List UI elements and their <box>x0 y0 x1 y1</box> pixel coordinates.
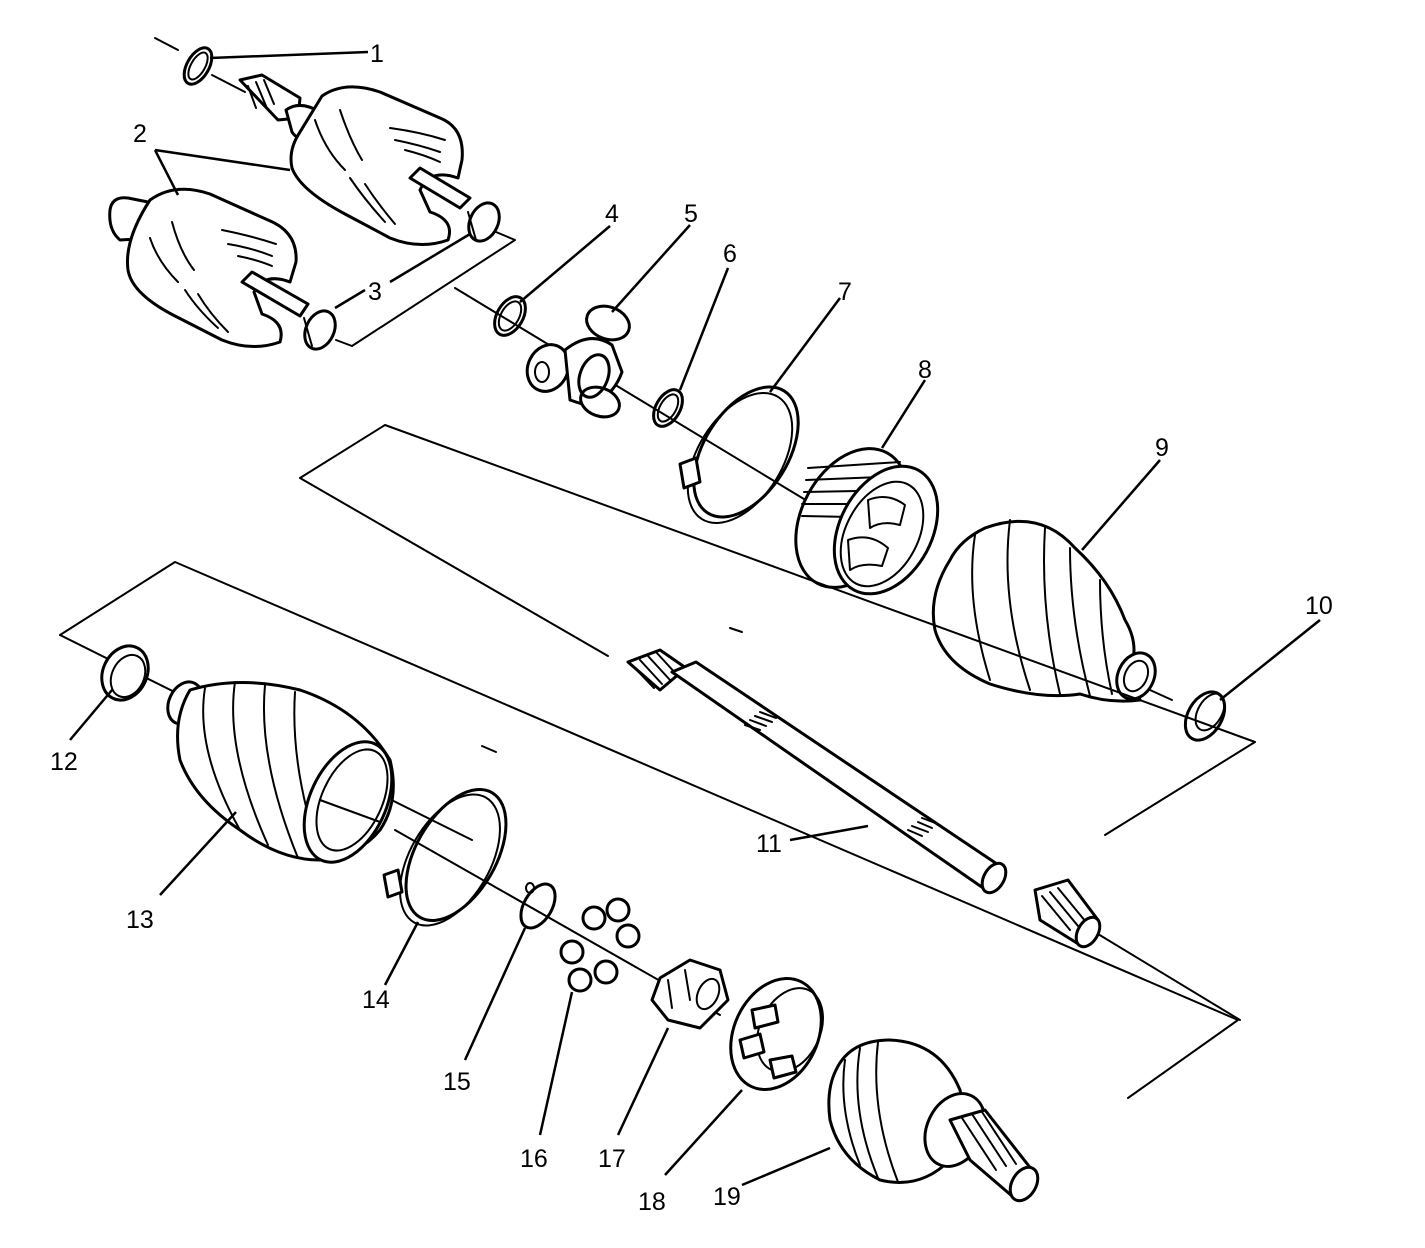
callout-4: 4 <box>605 200 619 228</box>
part-3-cap-upper <box>467 201 501 243</box>
callout-19: 19 <box>713 1183 741 1211</box>
part-5-spider <box>525 304 631 419</box>
callout-9: 9 <box>1155 434 1169 462</box>
part-1-ring <box>182 46 214 86</box>
part-18-cage <box>729 977 824 1091</box>
callout-2: 2 <box>133 120 147 148</box>
callout-16: 16 <box>520 1145 548 1173</box>
shaft-group <box>299 424 1256 1021</box>
shaft-body <box>670 660 1002 892</box>
part-3-bracket-line <box>351 231 516 347</box>
shaft-bracket-upper <box>299 424 1256 836</box>
callout-1: 1 <box>370 40 384 68</box>
part-9-boot <box>931 519 1173 703</box>
part-16-balls <box>559 897 641 993</box>
callout-numbers: 1 2 3 4 5 6 7 8 9 10 11 12 13 14 15 16 1… <box>50 40 1333 1216</box>
callout-11: 11 <box>756 830 782 858</box>
callout-14: 14 <box>362 986 390 1014</box>
inboard-joint-group <box>108 37 1227 742</box>
part-3-cap-lower <box>303 309 337 351</box>
centerline-top-dash <box>154 37 179 51</box>
callout-3: 3 <box>368 278 382 306</box>
callout-6: 6 <box>723 240 737 268</box>
leader-lines <box>69 50 1321 1187</box>
part-12-ring <box>100 644 150 702</box>
callout-5: 5 <box>684 200 698 228</box>
part-8-retainer <box>794 447 940 596</box>
part-4-ring <box>493 295 527 337</box>
part-2-housing-lower <box>108 187 310 348</box>
part-19-outer-joint <box>827 1038 1040 1203</box>
callout-17: 17 <box>598 1145 626 1173</box>
callout-13: 13 <box>126 906 154 934</box>
part-2-housing-upper <box>238 73 472 246</box>
callout-15: 15 <box>443 1068 471 1096</box>
part-6-ring <box>652 388 684 428</box>
part-1-ring-inner <box>187 51 209 81</box>
part-17-inner-race <box>650 958 730 1030</box>
callout-12: 12 <box>50 748 78 776</box>
part-7-clamp <box>678 385 800 524</box>
outboard-joint-group <box>59 561 1239 1203</box>
outboard-bracket <box>59 561 1239 1099</box>
part-14-clamp <box>382 788 508 927</box>
part-15-snap-ring <box>519 882 557 930</box>
part-13-boot <box>166 680 395 864</box>
centerline-top <box>211 74 246 93</box>
callout-18: 18 <box>638 1188 666 1216</box>
callout-7: 7 <box>838 278 852 306</box>
callout-8: 8 <box>918 356 932 384</box>
callout-10: 10 <box>1305 592 1333 620</box>
